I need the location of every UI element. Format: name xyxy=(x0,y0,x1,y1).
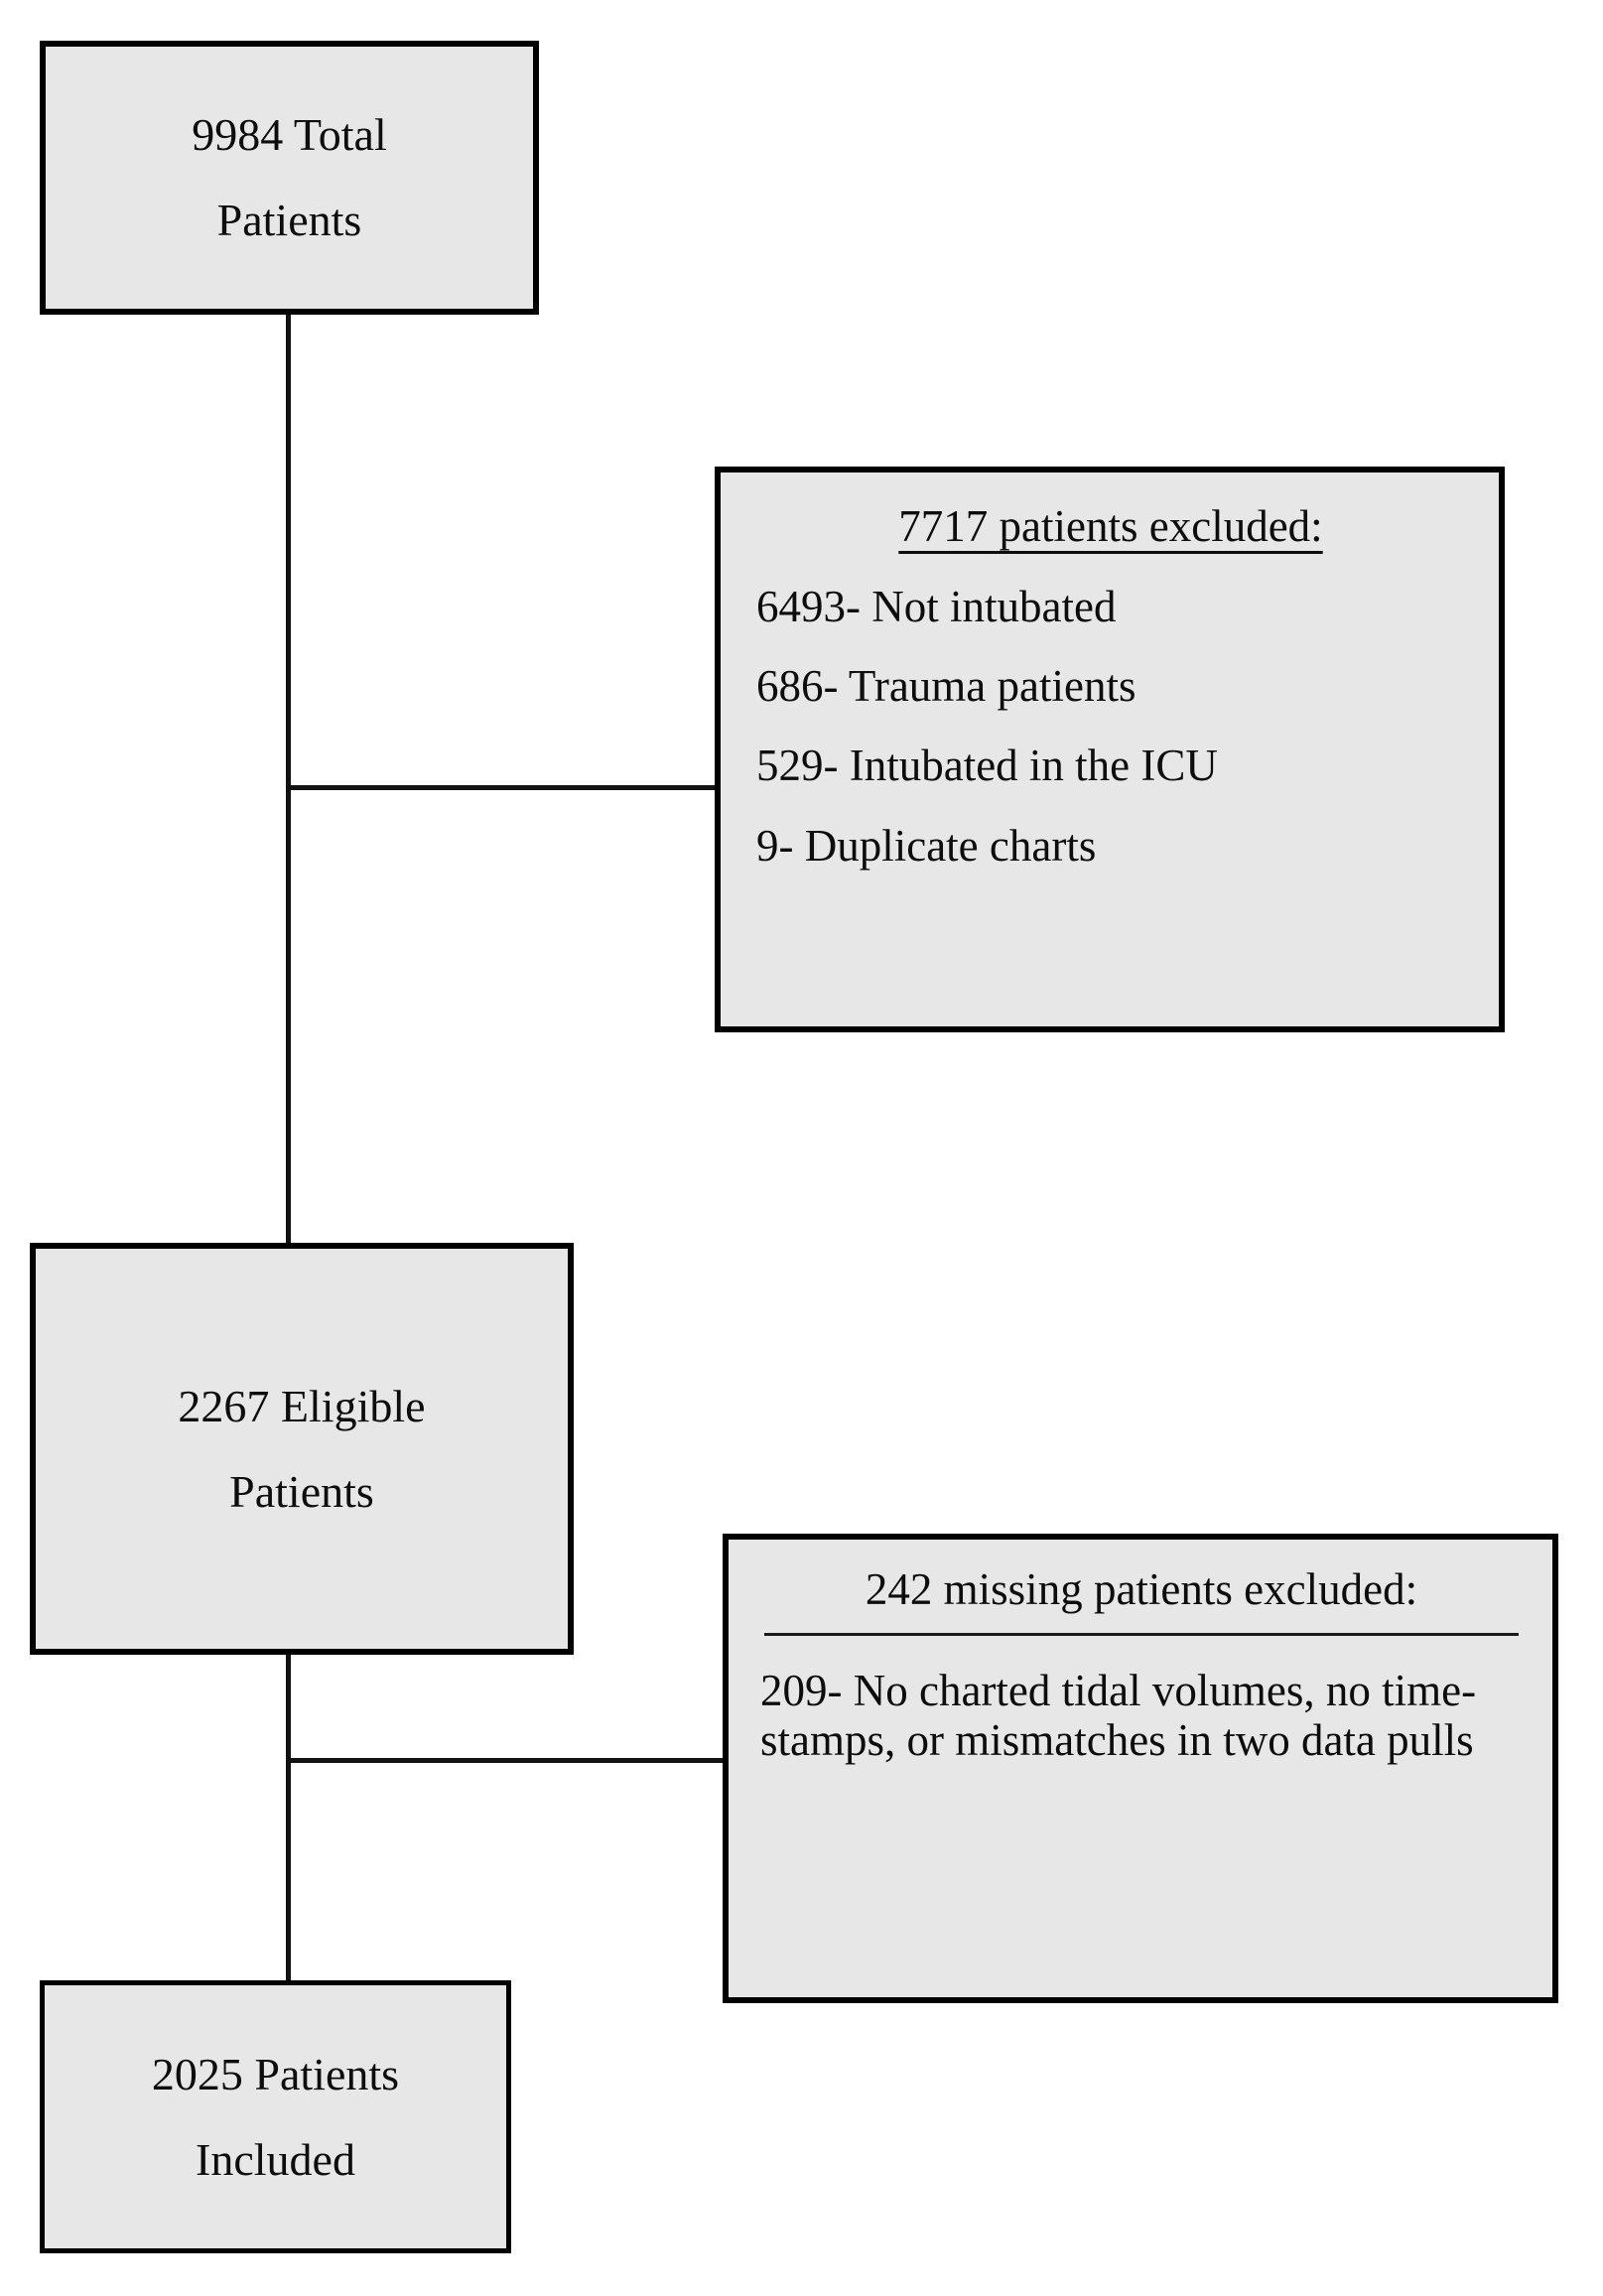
node-included-patients-line-1: 2025 Patients xyxy=(151,2048,400,2099)
node-eligible-patients-line-1: 2267 Eligible xyxy=(178,1380,426,1431)
panel-exclusion-1: 7717 patients excluded: 6493- Not intuba… xyxy=(715,467,1505,1032)
node-total-patients-line-2: Patients xyxy=(216,195,362,245)
panel-exclusion-1-item: 6493- Not intubated xyxy=(756,581,1117,631)
panel-exclusion-1-list: 6493- Not intubated 686- Trauma patients… xyxy=(756,582,1465,872)
panel-exclusion-2-list: 209- No charted tidal volumes, no time-s… xyxy=(760,1666,1523,1766)
node-included-patients-line-2: Included xyxy=(196,2133,355,2185)
node-eligible-patients: 2267 Eligible Patients xyxy=(30,1243,574,1655)
panel-exclusion-1-item: 9- Duplicate charts xyxy=(756,820,1097,871)
node-eligible-patients-line-2: Patients xyxy=(229,1465,374,1517)
connector-branch-to-exclusion-1 xyxy=(286,785,719,790)
panel-exclusion-2-title: 242 missing patients excluded: xyxy=(865,1564,1418,1614)
connector-eligible-to-included xyxy=(286,1504,291,1985)
panel-exclusion-2: 242 missing patients excluded: 209- No c… xyxy=(723,1534,1558,2003)
panel-exclusion-2-divider xyxy=(764,1632,1519,1636)
panel-exclusion-1-item: 686- Trauma patients xyxy=(756,660,1136,711)
panel-exclusion-1-title: 7717 patients excluded: xyxy=(898,501,1323,551)
panel-exclusion-2-item: 209- No charted tidal volumes, no time-s… xyxy=(760,1665,1477,1765)
connector-branch-to-exclusion-2 xyxy=(286,1758,727,1763)
connector-total-to-eligible xyxy=(286,315,291,1246)
node-total-patients-line-1: 9984 Total xyxy=(192,109,387,160)
panel-exclusion-1-item: 529- Intubated in the ICU xyxy=(756,741,1218,791)
node-total-patients: 9984 Total Patients xyxy=(40,41,539,315)
node-included-patients: 2025 Patients Included xyxy=(40,1980,511,2253)
